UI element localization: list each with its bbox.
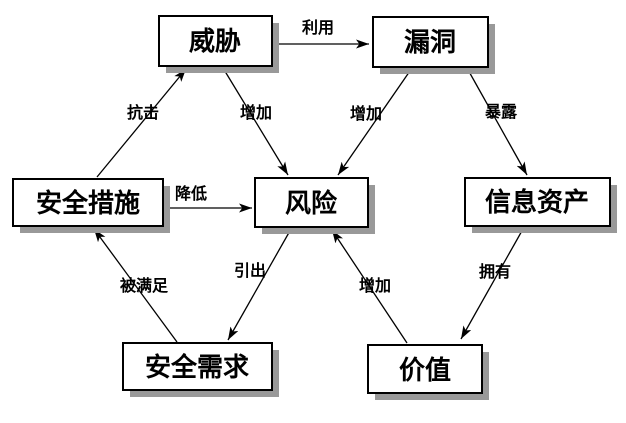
node-info-assets: 信息资产 xyxy=(464,177,617,233)
node-info-assets-box xyxy=(464,177,611,227)
node-security-requirements: 安全需求 xyxy=(122,342,279,397)
edge-label-reduce: 降低 xyxy=(175,184,207,203)
edge-resist xyxy=(96,68,187,178)
node-safeguards-label: 安全措施 xyxy=(36,188,140,219)
edge-label-increase-value-risk: 增加 xyxy=(359,276,391,295)
edge-own xyxy=(460,228,524,340)
edge-label-increase-threat-risk: 增加 xyxy=(240,103,272,122)
node-threat: 威胁 xyxy=(158,15,279,73)
edge-label-satisfied-by: 被满足 xyxy=(120,276,169,295)
edge-satisfied-by xyxy=(93,228,178,343)
node-vulnerability-box xyxy=(372,16,489,68)
node-vulnerability-label: 漏洞 xyxy=(404,28,456,58)
node-security-requirements-label: 安全需求 xyxy=(145,352,249,383)
node-value-label: 价值 xyxy=(399,356,451,386)
node-value: 价值 xyxy=(367,344,489,400)
edge-increase-value-risk xyxy=(331,229,408,344)
node-risk-box xyxy=(254,177,369,228)
node-info-assets-label: 信息资产 xyxy=(485,187,589,218)
node-value-box xyxy=(367,344,483,394)
edge-label-resist: 抗击 xyxy=(127,103,159,122)
edge-expose xyxy=(466,67,528,176)
node-risk-label: 风险 xyxy=(285,188,338,219)
edge-label-derive: 引出 xyxy=(234,261,266,280)
edge-increase-vuln-risk xyxy=(337,67,413,176)
node-threat-box xyxy=(158,15,273,67)
edge-label-own: 拥有 xyxy=(479,262,511,281)
node-safeguards-box xyxy=(12,178,164,227)
node-threat-label: 威胁 xyxy=(189,26,241,57)
edge-derive xyxy=(227,228,292,341)
edge-increase-threat-risk xyxy=(222,67,289,176)
node-safeguards: 安全措施 xyxy=(12,178,170,233)
edge-label-expose: 暴露 xyxy=(484,102,518,121)
node-risk: 风险 xyxy=(254,177,375,234)
node-security-requirements-box xyxy=(122,342,273,391)
edge-label-exploit: 利用 xyxy=(302,18,334,37)
edge-label-increase-vuln-risk: 增加 xyxy=(350,104,382,123)
node-vulnerability: 漏洞 xyxy=(372,16,495,74)
